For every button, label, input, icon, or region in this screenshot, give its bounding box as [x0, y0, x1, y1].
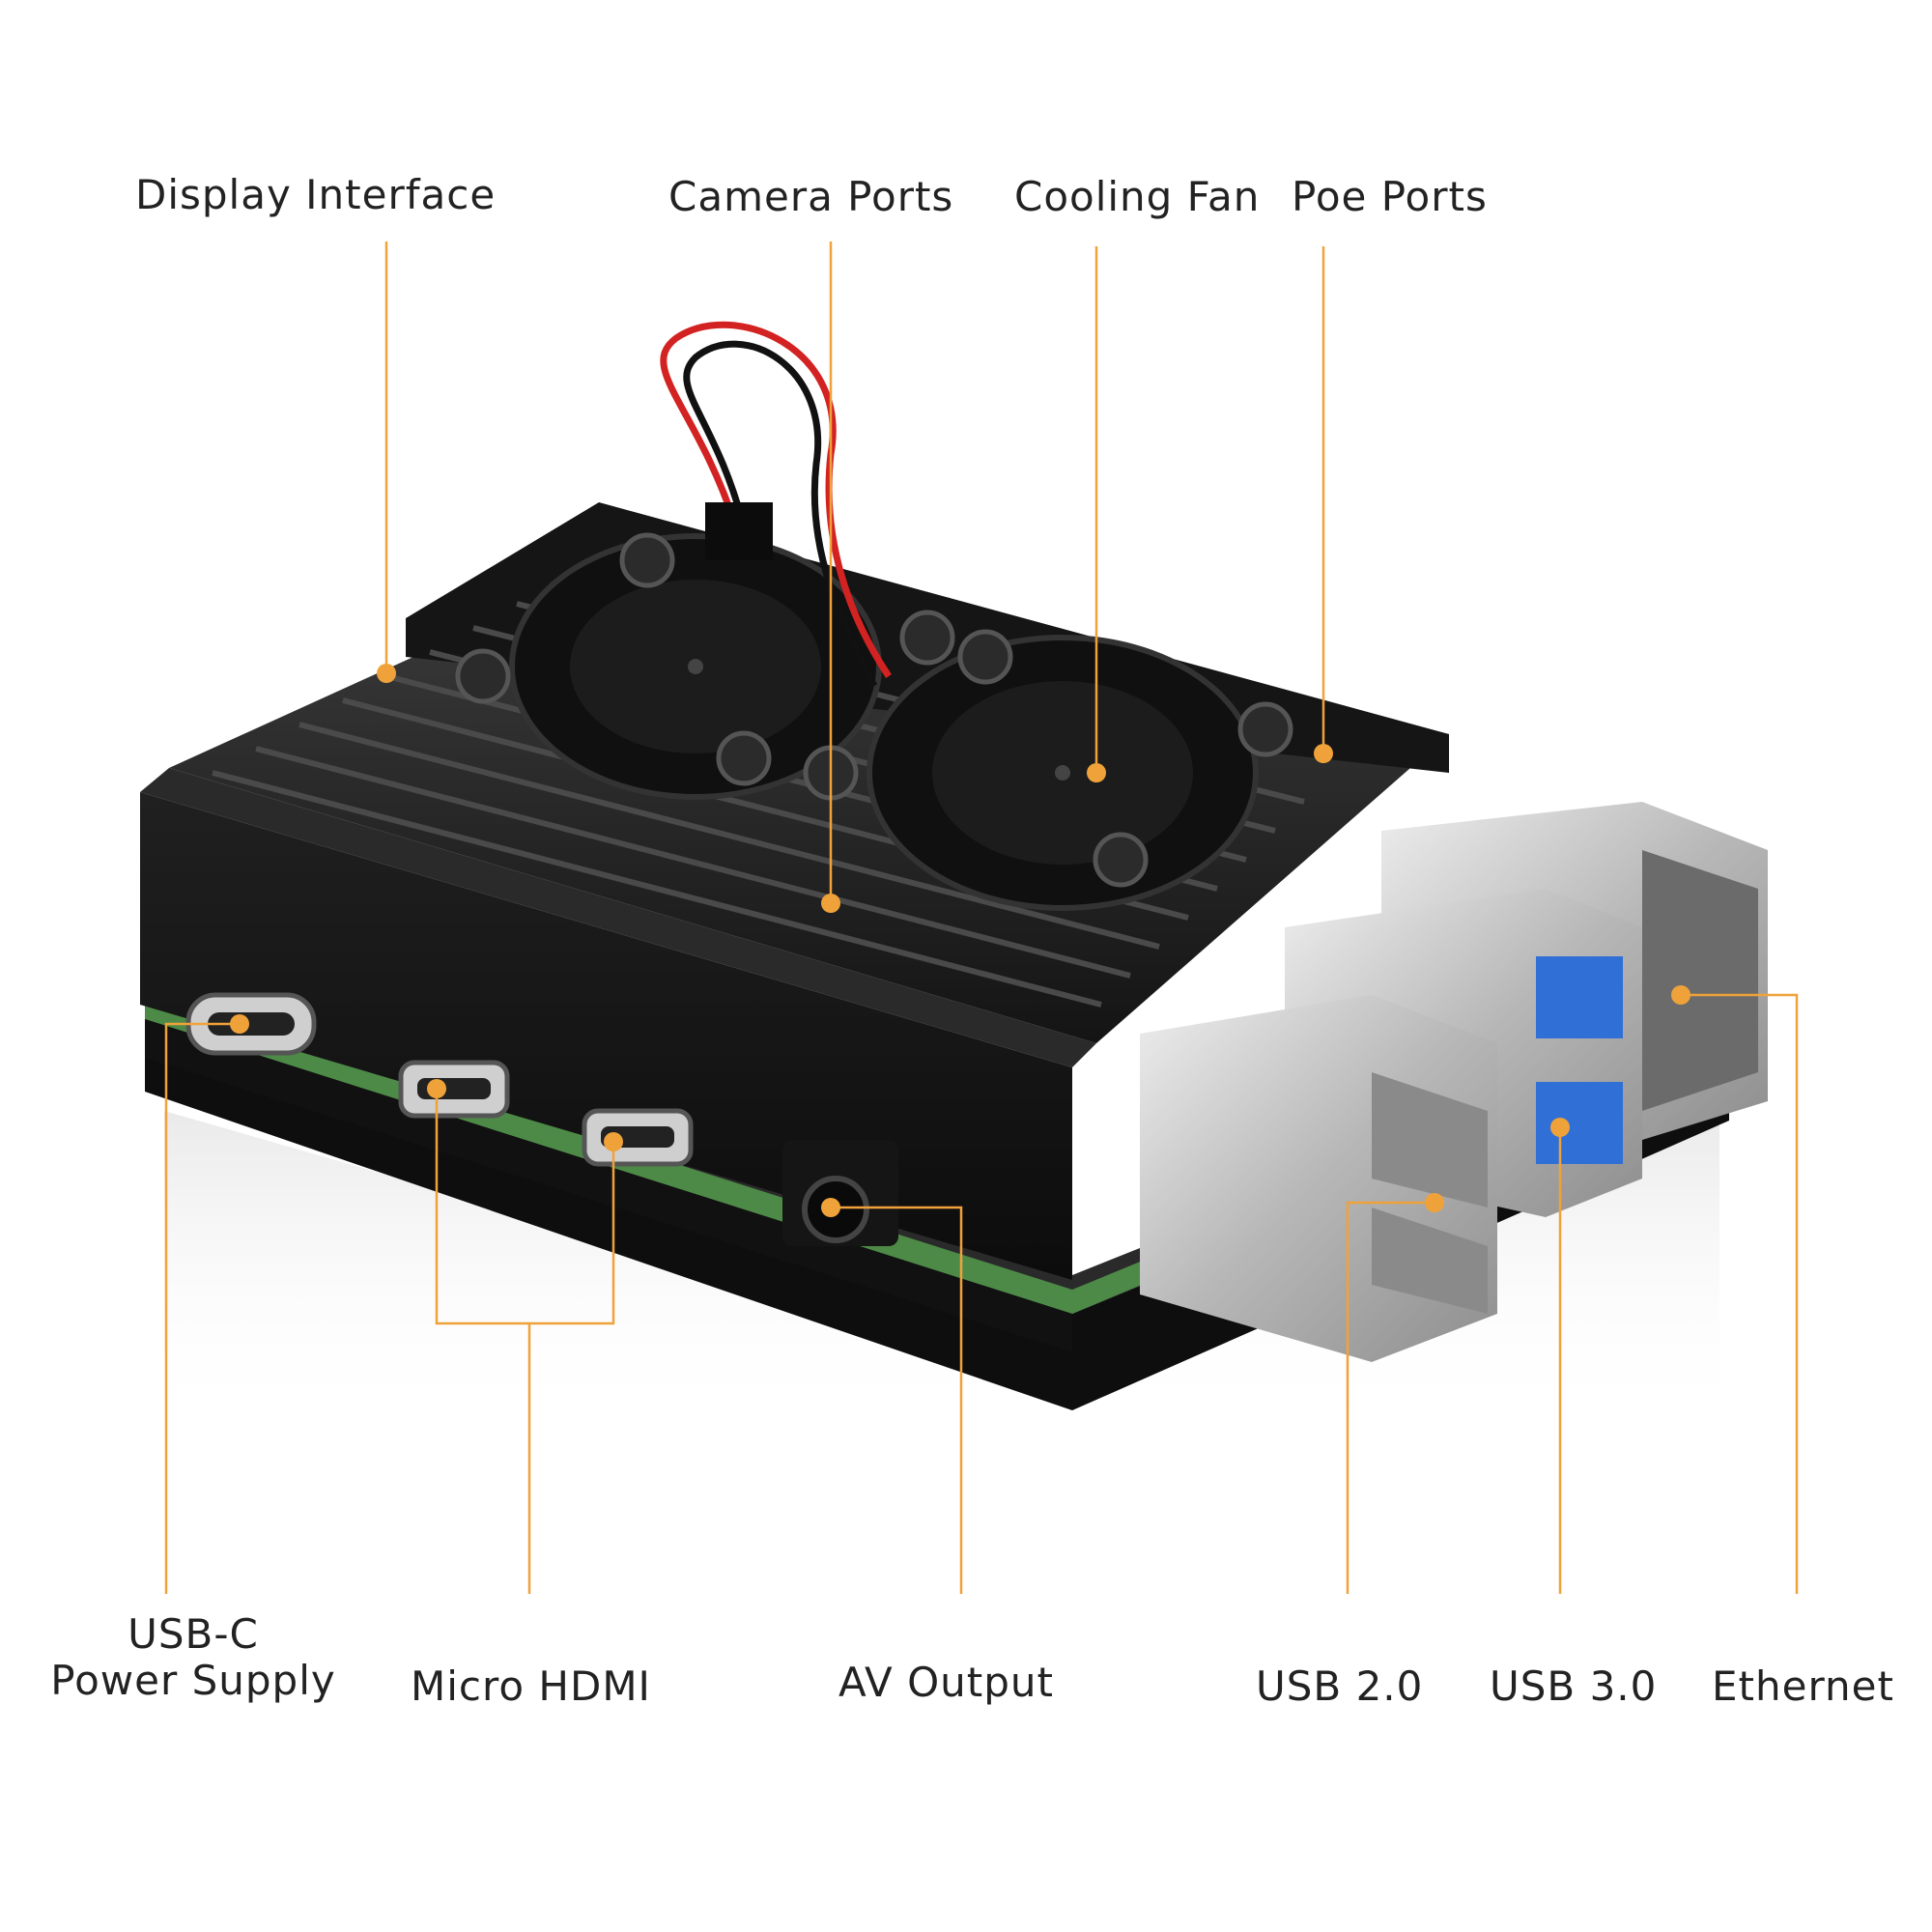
- usb-c-port: [185, 992, 317, 1056]
- label-poe-ports: Poe Ports: [1292, 173, 1488, 220]
- fan-connector: [705, 502, 773, 560]
- label-usb-3: USB 3.0: [1490, 1662, 1658, 1710]
- label-micro-hdmi: Micro HDMI: [411, 1662, 651, 1710]
- cooling-fan-right: [867, 635, 1259, 911]
- micro-hdmi-port-2: [582, 1108, 694, 1167]
- label-usb-2: USB 2.0: [1256, 1662, 1424, 1710]
- callout-lines: [164, 242, 1799, 1594]
- label-camera-ports: Camera Ports: [668, 173, 954, 220]
- label-cooling-fan: Cooling Fan: [1014, 173, 1261, 220]
- usb2-stack: [1140, 995, 1497, 1362]
- label-display-interface: Display Interface: [135, 171, 497, 218]
- micro-hdmi-port-1: [398, 1060, 510, 1119]
- callout-dots: [230, 664, 1690, 1217]
- label-usb-c: USB-C Power Supply: [29, 1611, 357, 1704]
- label-ethernet: Ethernet: [1712, 1662, 1894, 1710]
- av-output-jack: [782, 1140, 898, 1246]
- label-usb-c-line1: USB-C: [128, 1610, 259, 1658]
- label-av-output: AV Output: [838, 1659, 1055, 1706]
- label-usb-c-line2: Power Supply: [50, 1657, 336, 1704]
- fan-wires: [660, 321, 892, 688]
- fan-screws: [455, 532, 1293, 888]
